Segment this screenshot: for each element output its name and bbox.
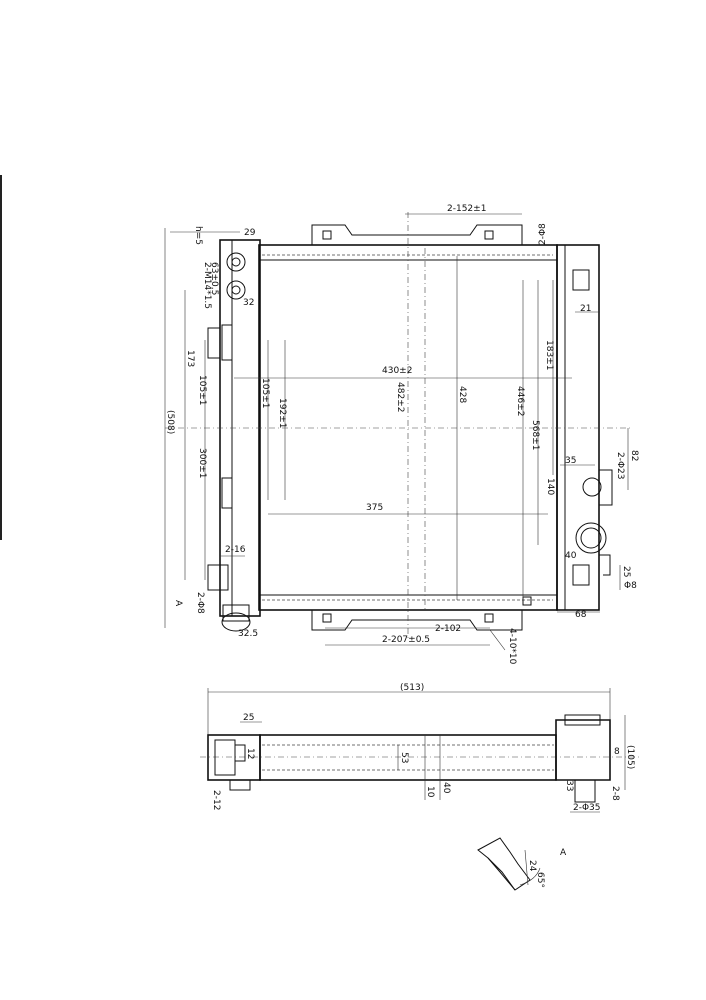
dim-513: (513)	[400, 683, 424, 693]
dim-side-2-12: 2-12	[211, 790, 221, 810]
bottom-pipe	[221, 612, 251, 632]
dim-173: 173	[185, 350, 195, 367]
dim-482: 482±2	[395, 382, 405, 412]
dim-top-spacing: 2-152±1	[447, 204, 486, 214]
dim-side-53: 53	[399, 752, 409, 763]
bottom-bracket	[311, 610, 523, 631]
dim-446: 446±2	[515, 386, 525, 416]
dim-side-40: 40	[441, 782, 451, 794]
dim-2-phi23: 2-Φ23	[615, 452, 625, 480]
dim-side-2-8: 2-8	[610, 786, 620, 801]
dim-105-left: 105±1	[197, 375, 207, 405]
dim-side-33: 33	[564, 780, 574, 791]
dim-side-12: 12	[245, 748, 255, 759]
dim-2-16: 2-16	[225, 545, 246, 555]
dim-thread-depth: h=5	[193, 226, 203, 245]
page-edge-bar	[0, 175, 2, 540]
side-view: (513) 25 12 53 10 40 (105) 2-12 33 2-Φ35…	[200, 683, 640, 813]
dim-568: 568±1	[530, 420, 540, 450]
dim-192: 192±1	[277, 398, 287, 428]
dim-140: 140	[545, 478, 555, 495]
detail-a-label: A	[560, 848, 567, 858]
dim-25: 25	[621, 566, 631, 577]
dim-4-10x10: 4-10*10	[507, 628, 517, 665]
dim-32: 32	[243, 298, 254, 308]
dim-68: 68	[575, 610, 587, 620]
dim-side-8: 8	[614, 747, 620, 757]
side-outlet	[575, 522, 607, 554]
dim-105-center: 105±1	[260, 378, 270, 408]
dim-side-25: 25	[243, 713, 254, 723]
dim-375: 375	[366, 503, 383, 513]
dim-183: 183±1	[544, 340, 554, 370]
top-bracket	[311, 224, 523, 245]
dim-side-105: (105)	[625, 745, 635, 769]
right-tank	[556, 244, 600, 611]
dim-35: 35	[565, 456, 576, 466]
dim-32-5: 32.5	[238, 629, 258, 639]
dim-top-hole: 2-Φ8	[538, 223, 548, 245]
front-view: 2-152±1 2-Φ8 2-M14*1.5 h=5 63±0.5 29 32 …	[164, 204, 639, 665]
detail-a-24: 24	[527, 860, 537, 872]
dim-pitch: 63±0.5	[209, 262, 219, 295]
dim-2-102: 2-102	[435, 624, 461, 634]
dim-40: 40	[565, 551, 577, 561]
detail-a-65: 65°	[535, 872, 545, 888]
view-a-marker: A	[173, 600, 183, 607]
detail-a: A 24 65°	[477, 837, 567, 891]
dim-300: 300±1	[197, 448, 207, 478]
dim-82: 82	[629, 450, 639, 461]
dim-508: (508)	[165, 410, 175, 434]
dim-thread: 2-M14*1.5	[202, 262, 212, 309]
dim-2-207: 2-207±0.5	[382, 635, 430, 645]
dim-428: 428	[457, 386, 467, 403]
dim-430: 430±2	[382, 366, 412, 376]
dim-side-2-phi35: 2-Φ35	[573, 803, 601, 813]
dim-phi8: Φ8	[624, 581, 637, 591]
dim-side-10: 10	[425, 786, 435, 798]
upper-port	[226, 252, 246, 272]
lower-port	[226, 280, 246, 300]
dim-2-phi8: 2-Φ8	[195, 592, 205, 614]
dim-21: 21	[580, 304, 591, 314]
dim-29: 29	[244, 228, 256, 238]
